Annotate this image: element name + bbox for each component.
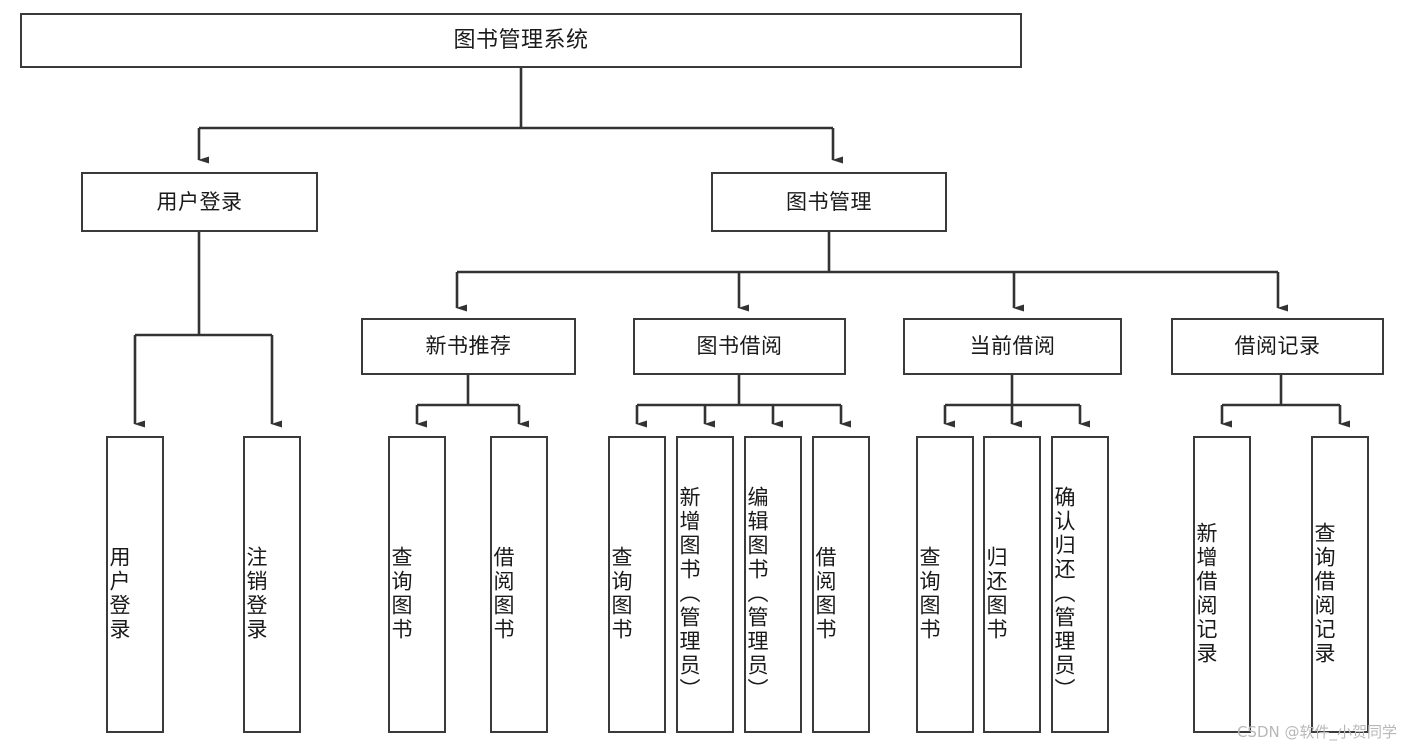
node-label: 图书借阅 (696, 334, 783, 359)
node-label: 新增借阅记录 (1194, 521, 1218, 666)
leaf-query-book-current[interactable]: 查询图书 (916, 436, 974, 733)
node-borrow-record[interactable]: 借阅记录 (1171, 318, 1384, 375)
node-label: 新增图书（管理员） (677, 485, 701, 702)
leaf-add-book-admin[interactable]: 新增图书（管理员） (676, 436, 734, 733)
leaf-query-borrow-record[interactable]: 查询借阅记录 (1311, 436, 1369, 733)
leaf-query-book-recommend[interactable]: 查询图书 (388, 436, 446, 733)
node-label: 用户登录 (156, 189, 243, 214)
leaf-query-book-borrow[interactable]: 查询图书 (608, 436, 666, 733)
node-label: 查询图书 (389, 545, 413, 642)
node-label: 查询图书 (609, 545, 633, 642)
node-label: 确认归还（管理员） (1052, 485, 1076, 702)
node-current-borrow[interactable]: 当前借阅 (903, 318, 1122, 375)
node-label: 注销登录 (244, 545, 268, 642)
node-label: 借阅图书 (813, 545, 837, 642)
node-label: 归还图书 (984, 545, 1008, 642)
leaf-add-borrow-record[interactable]: 新增借阅记录 (1193, 436, 1251, 733)
node-label: 借阅图书 (491, 545, 515, 642)
node-label: 图书管理系统 (453, 27, 589, 53)
node-book-borrow[interactable]: 图书借阅 (633, 318, 846, 375)
node-label: 查询借阅记录 (1312, 521, 1336, 666)
leaf-borrow-book-borrow[interactable]: 借阅图书 (812, 436, 870, 733)
node-label: 当前借阅 (969, 334, 1056, 359)
node-label: 新书推荐 (425, 334, 512, 359)
node-book-management[interactable]: 图书管理 (711, 172, 947, 232)
node-label: 借阅记录 (1234, 334, 1321, 359)
node-user-login[interactable]: 用户登录 (81, 172, 318, 232)
node-label: 查询图书 (917, 545, 941, 642)
node-label: 编辑图书（管理员） (745, 485, 769, 702)
leaf-borrow-book-recommend[interactable]: 借阅图书 (490, 436, 548, 733)
node-label: 用户登录 (107, 545, 131, 642)
node-label: 图书管理 (786, 189, 872, 214)
node-root-book-management-system[interactable]: 图书管理系统 (20, 13, 1022, 68)
leaf-return-book[interactable]: 归还图书 (983, 436, 1041, 733)
leaf-user-login[interactable]: 用户登录 (106, 436, 164, 733)
leaf-confirm-return-admin[interactable]: 确认归还（管理员） (1051, 436, 1109, 733)
node-new-book-recommend[interactable]: 新书推荐 (361, 318, 576, 375)
leaf-edit-book-admin[interactable]: 编辑图书（管理员） (744, 436, 802, 733)
leaf-logout-login[interactable]: 注销登录 (243, 436, 301, 733)
